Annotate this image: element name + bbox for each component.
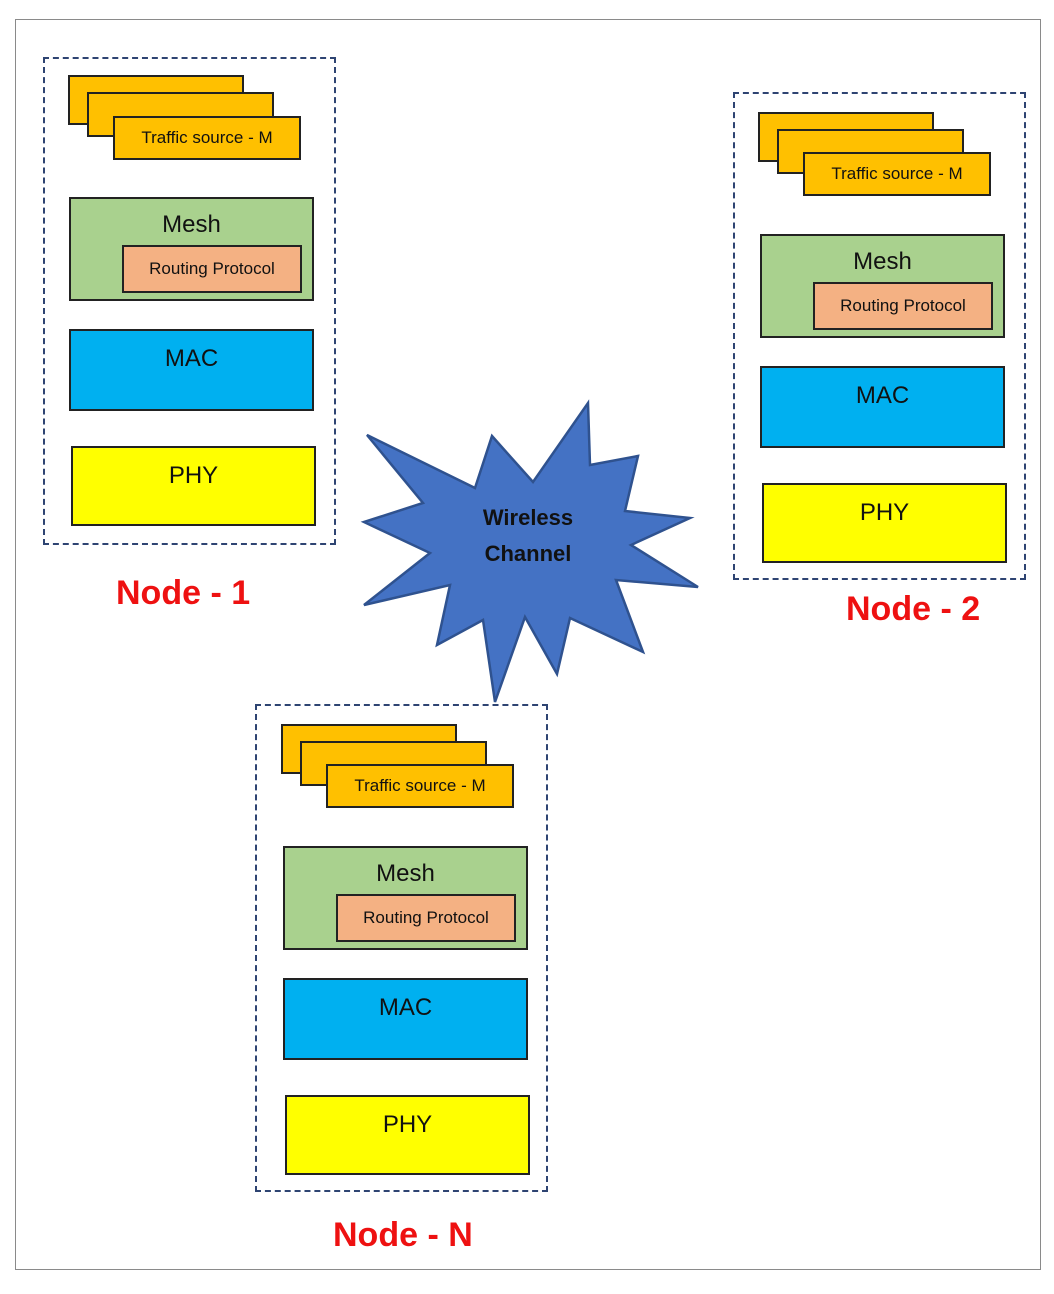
wireless-channel-line2: Channel [484,541,572,566]
mac-label: MAC [855,382,910,409]
node-1-title: Node - 1 [116,574,251,612]
wireless-channel-line1: Wireless [482,505,574,530]
mac-label: MAC [164,345,219,372]
mac-layer: MAC [283,978,528,1060]
node-n-title: Node - N [333,1216,473,1254]
phy-label: PHY [859,499,910,526]
diagram-frame [15,19,1041,1270]
mac-label: MAC [378,994,433,1021]
node-n-container: Traffic source - M Mesh Routing Protocol… [255,704,548,1192]
mac-layer: MAC [760,366,1005,448]
mesh-label: Mesh [853,248,912,275]
starburst-shape [360,399,699,703]
routing-protocol: Routing Protocol [336,894,516,942]
node-2-container: Traffic source - M Mesh Routing Protocol… [733,92,1026,580]
mesh-label: Mesh [376,860,435,887]
mesh-layer: Mesh Routing Protocol [283,846,528,950]
routing-protocol: Routing Protocol [122,245,302,293]
mesh-label: Mesh [162,211,221,238]
mesh-layer: Mesh Routing Protocol [760,234,1005,338]
phy-layer: PHY [71,446,316,526]
node-1-container: Traffic source - M Mesh Routing Protocol… [43,57,336,545]
phy-layer: PHY [285,1095,530,1175]
phy-label: PHY [382,1111,433,1138]
node-2-title: Node - 2 [846,590,981,628]
routing-protocol: Routing Protocol [813,282,993,330]
traffic-source-front: Traffic source - M [803,152,991,196]
traffic-source-front: Traffic source - M [326,764,514,808]
wireless-channel-burst [360,399,699,703]
phy-layer: PHY [762,483,1007,563]
mac-layer: MAC [69,329,314,411]
traffic-source-front: Traffic source - M [113,116,301,160]
mesh-layer: Mesh Routing Protocol [69,197,314,301]
wireless-channel-label: Wireless Channel [438,500,618,572]
phy-label: PHY [168,462,219,489]
